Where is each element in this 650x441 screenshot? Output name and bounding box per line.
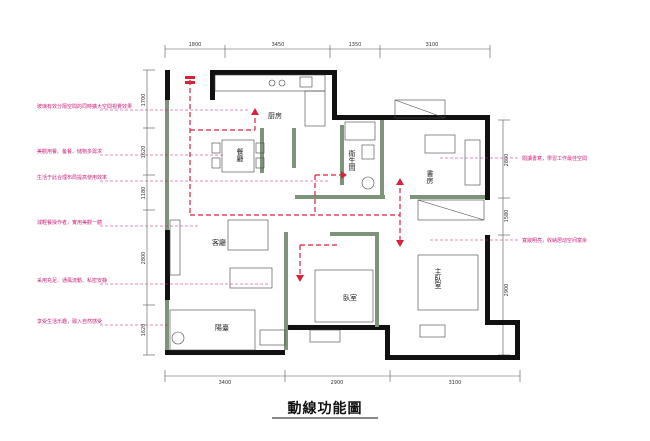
dining-table bbox=[211, 139, 265, 173]
dim-left-2: 1620 bbox=[141, 146, 147, 159]
partition-walls bbox=[165, 100, 485, 350]
dim-top-1: 1800 bbox=[189, 42, 202, 48]
bedroom-bed bbox=[309, 269, 374, 343]
dim-left-3: 1180 bbox=[141, 187, 147, 200]
dim-left-4: 2800 bbox=[141, 252, 147, 265]
top-dimension-line bbox=[164, 45, 491, 58]
dim-right-1: 2800 bbox=[504, 154, 510, 167]
dim-right-3: 2900 bbox=[504, 284, 510, 297]
room-label-living: 客廳 bbox=[212, 238, 226, 247]
diagram-title: 動線功能圖 bbox=[288, 400, 363, 417]
bottom-dimension-line bbox=[164, 370, 521, 382]
dim-bottom-2: 2900 bbox=[331, 380, 344, 386]
note-right-2: 寬敞明亮，收納居动空间富余 bbox=[522, 237, 587, 244]
room-label-study: 書房 bbox=[426, 169, 434, 185]
right-annotation-leaders bbox=[430, 157, 520, 241]
dim-left-1: 1700 bbox=[141, 94, 147, 107]
room-label-master-bedroom: 主臥室 bbox=[434, 267, 442, 289]
kitchen-counter bbox=[214, 74, 326, 127]
note-left-6: 享受生活乐趣，融入自然感受 bbox=[37, 318, 102, 325]
note-left-1: 玻璃有效分隔空間的同時擴大空間視覺效果 bbox=[37, 103, 132, 110]
note-right-1: 閱讀書寫，學習工作最佳空間 bbox=[522, 155, 587, 162]
dim-right-2: 1580 bbox=[504, 210, 510, 223]
master-bed bbox=[417, 199, 485, 338]
dim-bottom-3: 3100 bbox=[449, 380, 462, 386]
dim-bottom-1: 3400 bbox=[219, 380, 232, 386]
note-left-3: 生活于此合理布局提高使用效率 bbox=[37, 174, 107, 181]
room-label-bedroom: 臥室 bbox=[343, 293, 357, 302]
dim-top-3: 1350 bbox=[349, 42, 362, 48]
living-furniture bbox=[169, 219, 273, 289]
flow-lines bbox=[189, 80, 401, 280]
room-label-kitchen: 厨房 bbox=[268, 111, 282, 120]
dim-left-5: 1620 bbox=[141, 324, 147, 337]
note-left-4: 減輕餐操作者，實用美觀一體 bbox=[37, 219, 102, 226]
left-annotation-leaders bbox=[100, 109, 330, 326]
dim-top-4: 3100 bbox=[426, 42, 439, 48]
room-label-bathroom: 衛生間 bbox=[348, 149, 356, 172]
left-dimension-line bbox=[143, 69, 155, 356]
note-left-2: 美觀用餐、备餐、储物多需求 bbox=[37, 148, 102, 155]
note-left-5: 采用充足、通風流動、私密安静 bbox=[37, 277, 107, 284]
room-label-dining: 餐廳 bbox=[236, 147, 244, 163]
bathroom-fixtures bbox=[344, 121, 376, 190]
room-label-balcony: 陽臺 bbox=[215, 323, 229, 332]
study-desk bbox=[394, 99, 481, 186]
flow-arrows bbox=[185, 76, 404, 282]
exterior-walls bbox=[165, 70, 520, 360]
balcony-area bbox=[169, 309, 286, 351]
dim-top-2: 3450 bbox=[272, 42, 285, 48]
